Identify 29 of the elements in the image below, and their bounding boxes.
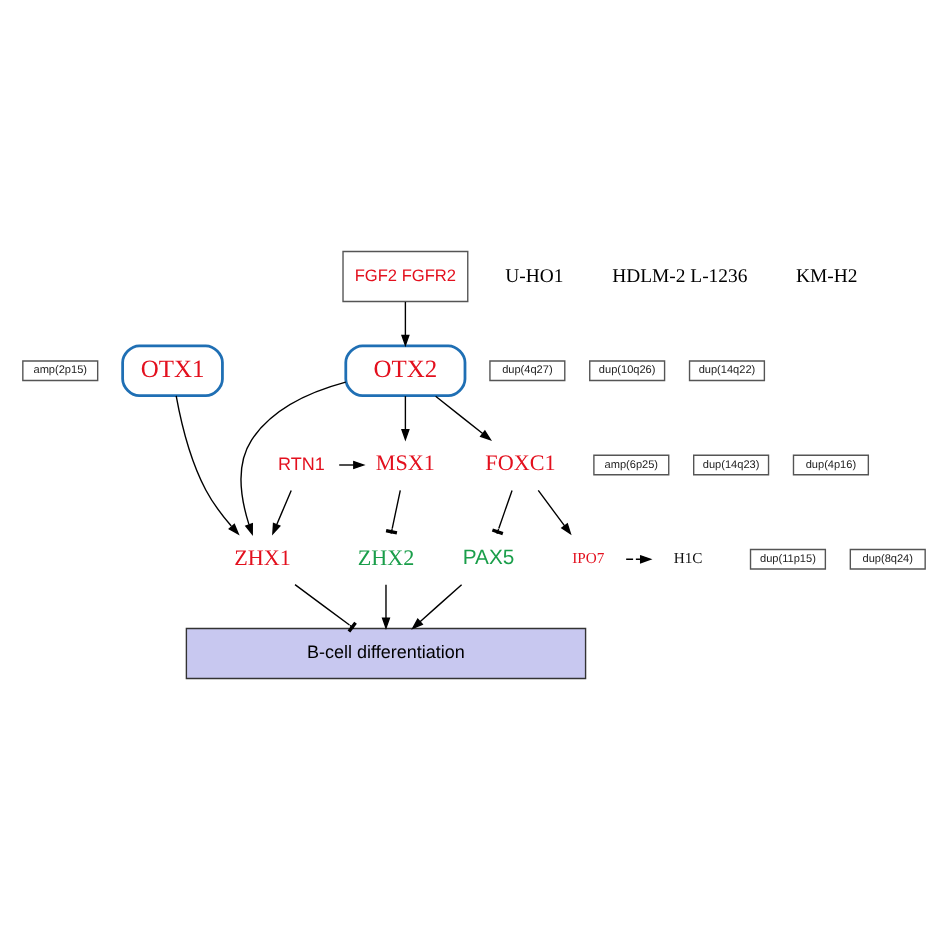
arrow xyxy=(272,489,292,536)
arrow xyxy=(240,381,347,537)
arrow xyxy=(175,395,240,536)
node-text: RTN1 xyxy=(278,453,325,474)
arrow xyxy=(411,583,463,630)
arrow xyxy=(625,554,653,564)
node-text: MSX1 xyxy=(375,452,435,477)
label: HDLM-2 L-1236 xyxy=(612,265,748,288)
node-box: OTX1 xyxy=(121,344,224,398)
node-text: FOXC1 xyxy=(485,452,556,477)
node-text: PAX5 xyxy=(462,548,515,571)
node-box: B-cell differentiation xyxy=(185,627,587,680)
arrow xyxy=(537,489,572,536)
node-box: FGF2 FGFR2 xyxy=(342,250,469,303)
label: KM-H2 xyxy=(796,265,858,288)
node-text: H1C xyxy=(673,549,703,568)
arrow xyxy=(401,395,410,442)
arrow xyxy=(434,395,493,442)
label: U-HO1 xyxy=(505,265,564,288)
connector xyxy=(294,583,357,633)
connector xyxy=(491,489,513,536)
arrow xyxy=(381,583,391,631)
arrow xyxy=(338,460,366,470)
node-box: OTX2 xyxy=(344,344,467,398)
connector xyxy=(385,489,401,535)
node-text: ZHX1 xyxy=(234,546,291,571)
node-text: ZHX2 xyxy=(357,546,415,571)
node-text: IPO7 xyxy=(572,549,605,568)
arrow xyxy=(401,301,410,348)
